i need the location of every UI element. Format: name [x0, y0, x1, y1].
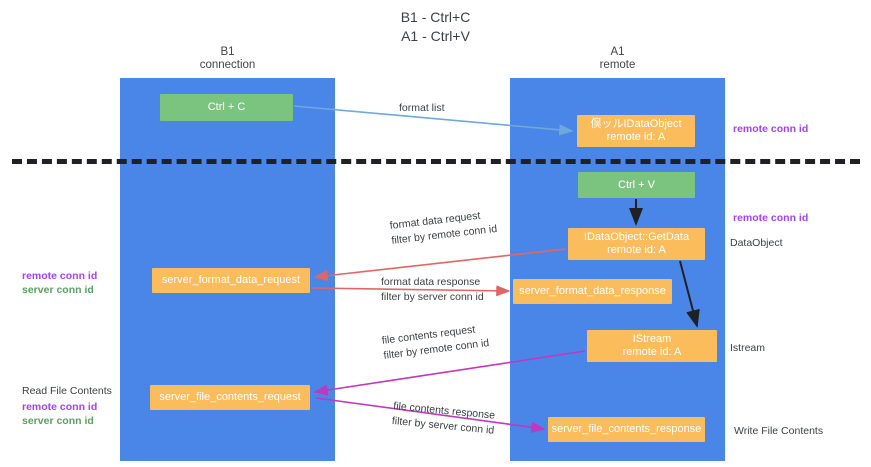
label-filter-prefix: filter by [390, 230, 429, 247]
node-ctrl-c-label: Ctrl + C [207, 101, 246, 113]
arrow-file-contents-request [313, 350, 586, 396]
annotation-left-remote-conn-id-2: remote conn id [22, 401, 98, 413]
node-server-format-data-request[interactable]: server_format_data_request [152, 268, 310, 293]
annotation-read-file-contents: Read File Contents [22, 385, 112, 397]
node-server-file-contents-response-label: server_file_contents_response [551, 423, 702, 435]
label-filter-prefix: filter by [382, 345, 421, 362]
annotation-left-conn-ids-top: remote conn id server conn id [22, 269, 97, 297]
lane-header-b1: B1 connection [120, 46, 335, 72]
label-format-data-response-line1: format data response [381, 276, 481, 288]
node-ctrl-v[interactable]: Ctrl + V [578, 172, 695, 198]
node-server-format-data-request-label: server_format_data_request [161, 274, 301, 286]
annotation-write-file-contents: Write File Contents [734, 425, 824, 437]
lane-header-a1-title: A1 [610, 46, 625, 58]
label-format-list: format list [399, 102, 445, 114]
annotation-remote-conn-id-top: remote conn id [733, 123, 809, 135]
lane-header-a1-subtitle: remote [599, 59, 636, 71]
arrow-getdata-to-istream [679, 260, 700, 328]
node-istream-remote-id: remote id: A [622, 346, 682, 358]
title-line-2: A1 - Ctrl+V [401, 28, 470, 44]
label-format-data-response: format data response filter by server co… [381, 275, 484, 305]
node-server-format-data-response[interactable]: server_format_data_response [513, 279, 672, 304]
annotation-left-conn-ids-bottom: remote conn id server conn id [22, 400, 97, 428]
node-server-file-contents-response[interactable]: server_file_contents_response [548, 417, 705, 442]
label-filter-prefix: filter by [391, 414, 430, 431]
node-server-file-contents-request-label: server_file_contents_request [159, 391, 301, 403]
node-server-file-contents-request[interactable]: server_file_contents_request [150, 385, 310, 410]
node-idataobject-title: 俣ッルIDataObject [590, 118, 682, 130]
node-ctrl-c[interactable]: Ctrl + C [160, 94, 293, 121]
page-title: B1 - Ctrl+C A1 - Ctrl+V [0, 8, 871, 46]
annotation-left-remote-conn-id-1: remote conn id [22, 270, 98, 282]
annotation-remote-conn-id-mid: remote conn id [733, 212, 809, 224]
annotation-dataobject: DataObject [730, 237, 783, 249]
node-idataobject-remote-id: remote id: A [606, 131, 666, 143]
label-format-data-response-line2: filter by server conn id [381, 290, 484, 305]
annotation-left-server-conn-id-2: server conn id [22, 415, 94, 427]
arrow-format-list [293, 105, 574, 136]
node-server-format-data-response-label: server_format_data_response [519, 285, 666, 297]
arrow-format-data-request [313, 248, 567, 282]
node-istream[interactable]: IStream remote id: A [587, 330, 717, 362]
node-getdata-remote-id: remote id: A [607, 244, 666, 256]
annotation-left-server-conn-id-1: server conn id [22, 284, 94, 296]
lane-header-b1-title: B1 [220, 46, 235, 58]
phase-separator-divider [12, 159, 860, 164]
title-line-1: B1 - Ctrl+C [400, 9, 471, 25]
node-ctrl-v-label: Ctrl + V [618, 178, 655, 191]
label-filter-server-conn-id: server conn id [417, 291, 484, 303]
label-filter-prefix: filter by [381, 291, 418, 303]
arrow-format-data-response [311, 285, 511, 297]
node-idataobject[interactable]: 俣ッルIDataObject remote id: A [577, 115, 695, 147]
node-getdata-title: IDataObject::GetData [583, 231, 690, 243]
arrow-file-contents-response [315, 397, 546, 433]
annotation-istream: Istream [730, 342, 766, 354]
node-istream-title: IStream [632, 333, 672, 345]
lane-header-b1-subtitle: connection [199, 59, 256, 71]
node-idataobject-getdata[interactable]: IDataObject::GetData remote id: A [568, 228, 705, 260]
lane-header-a1: A1 remote [510, 46, 725, 72]
